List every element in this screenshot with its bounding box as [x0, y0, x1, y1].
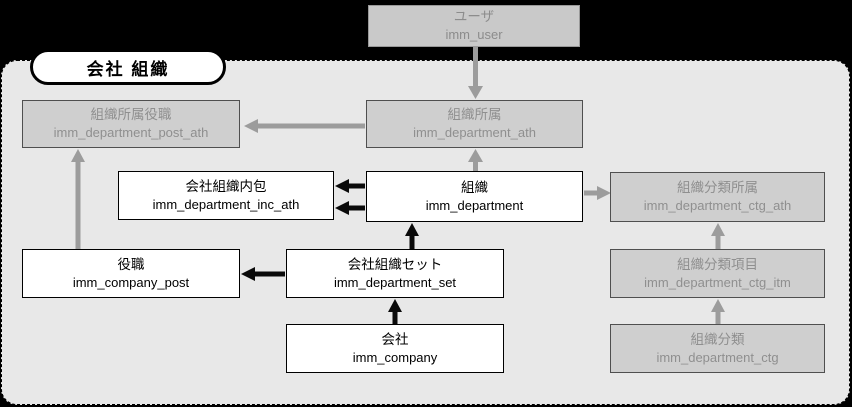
entity-label: 組織分類所属 [677, 180, 758, 196]
entity-code: imm_department_ctg [656, 349, 779, 365]
entity-dept-ath: 組織所属 imm_department_ath [366, 100, 583, 148]
entity-label: 会社組織内包 [185, 178, 267, 194]
entity-department: 組織 imm_department [366, 171, 583, 222]
entity-dept-post-ath: 組織所属役職 imm_department_post_ath [22, 100, 240, 148]
entity-label: 会社 [381, 331, 409, 347]
entity-dept-ctg-ath: 組織分類所属 imm_department_ctg_ath [610, 172, 825, 222]
entity-company-post: 役職 imm_company_post [22, 249, 240, 298]
entity-user: ユーザ imm_user [368, 5, 580, 47]
entity-code: imm_company [352, 349, 438, 365]
entity-code: imm_department_ath [413, 125, 536, 141]
entity-code: imm_department_ctg_itm [644, 274, 791, 290]
entity-label: 組織分類 [690, 331, 745, 347]
entity-label: 組織所属 [447, 107, 502, 123]
entity-label: 組織 [461, 179, 488, 195]
group-title: 会社 組織 [30, 49, 226, 85]
entity-label: 会社組織セット [347, 256, 443, 272]
entity-company: 会社 imm_company [286, 324, 504, 373]
entity-code: imm_department_inc_ath [152, 196, 300, 212]
entity-code: imm_department_post_ath [53, 125, 209, 141]
entity-label: 役職 [117, 256, 145, 272]
entity-label: ユーザ [453, 9, 495, 25]
entity-code: imm_department [425, 197, 524, 213]
entity-dept-ctg: 組織分類 imm_department_ctg [610, 324, 825, 373]
entity-dept-set: 会社組織セット imm_department_set [286, 249, 504, 298]
entity-dept-ctg-itm: 組織分類項目 imm_department_ctg_itm [610, 249, 825, 298]
entity-code: imm_user [445, 27, 503, 43]
entity-code: imm_department_set [333, 274, 457, 290]
entity-label: 組織所属役職 [90, 107, 172, 123]
entity-code: imm_company_post [72, 274, 190, 290]
entity-dept-inc-ath: 会社組織内包 imm_department_inc_ath [118, 171, 334, 220]
entity-code: imm_department_ctg_ath [643, 198, 792, 214]
entity-label: 組織分類項目 [677, 256, 758, 272]
